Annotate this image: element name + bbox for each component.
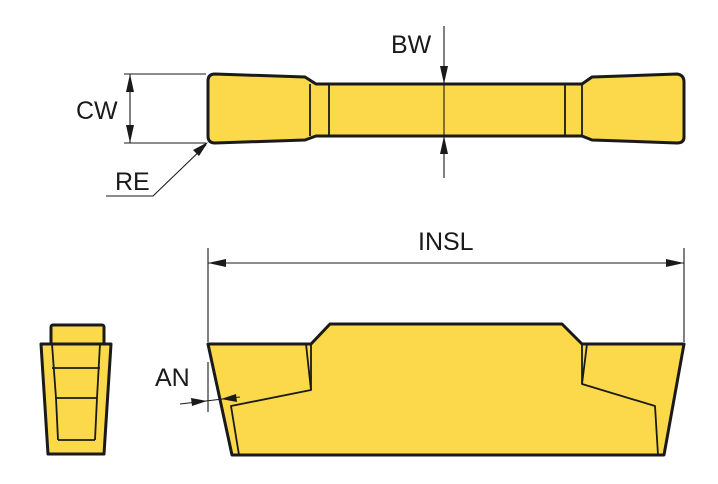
re-leader: RE	[106, 142, 208, 197]
insl-arrow-right	[666, 259, 684, 267]
insl-label: INSL	[418, 228, 474, 256]
insl-dimension: INSL	[207, 228, 685, 342]
insl-arrow-left	[208, 259, 226, 267]
bw-arrow-bottom	[440, 136, 448, 154]
cw-arrow-top	[126, 74, 134, 92]
an-dimension: AN	[155, 362, 241, 412]
end-view-top-block	[49, 323, 106, 346]
an-arrow-right	[221, 394, 237, 402]
bw-dimension: BW	[391, 26, 448, 178]
bw-label: BW	[391, 31, 432, 59]
side-view-insert	[206, 322, 686, 457]
cw-label: CW	[76, 97, 118, 125]
cw-dimension: CW	[76, 73, 206, 144]
end-view-body	[39, 342, 113, 456]
side-view-right-facet	[581, 343, 659, 456]
top-view-insert	[206, 72, 686, 145]
re-leader-line	[106, 144, 207, 197]
an-arrow-left	[191, 398, 207, 406]
top-view-body	[206, 72, 686, 145]
bw-arrow-top	[440, 66, 448, 84]
re-arrow	[193, 142, 208, 156]
end-view-insert	[39, 323, 113, 456]
an-label: AN	[155, 364, 190, 392]
cw-arrow-bottom	[126, 125, 134, 143]
side-view-body	[206, 322, 686, 457]
re-label: RE	[115, 168, 150, 196]
side-view-left-facet	[230, 343, 312, 456]
